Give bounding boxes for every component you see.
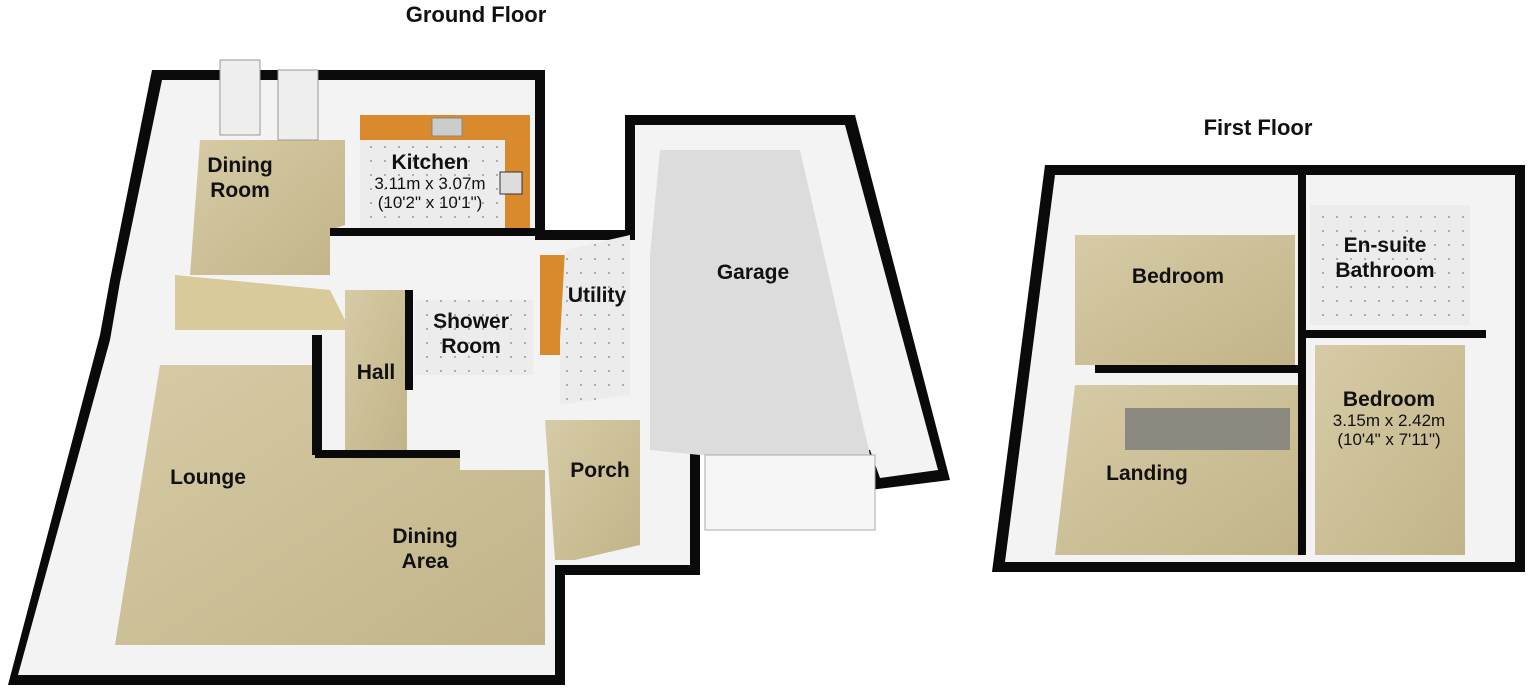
ground-floor-title: Ground Floor bbox=[406, 2, 547, 27]
lounge-floor bbox=[115, 365, 545, 645]
landing-label: Landing bbox=[1106, 462, 1188, 485]
shower-room-wall bbox=[405, 290, 413, 390]
kitchen-imperial: (10'2" x 10'1") bbox=[378, 193, 483, 212]
bedroom-1-floor bbox=[1075, 235, 1295, 365]
utility-label: Utility bbox=[568, 284, 627, 307]
porch-floor bbox=[545, 420, 640, 560]
ensuite-label: Bathroom bbox=[1335, 259, 1434, 282]
dining-room-label: Room bbox=[210, 179, 270, 202]
bedroom-1-label: Bedroom bbox=[1132, 265, 1224, 288]
bedroom-2-label: Bedroom bbox=[1343, 388, 1435, 411]
stairwell bbox=[1125, 408, 1290, 450]
dining-room-label: Dining bbox=[207, 154, 272, 177]
internal-wall bbox=[1306, 330, 1486, 338]
shower-room-label: Shower bbox=[433, 310, 509, 333]
kitchen-floor bbox=[360, 140, 505, 230]
stairs bbox=[175, 275, 350, 330]
shower-room-floor bbox=[415, 300, 533, 375]
hob-icon bbox=[499, 171, 523, 195]
utility-floor bbox=[560, 235, 630, 405]
bedroom-2-imperial: (10'4" x 7'11") bbox=[1337, 430, 1440, 449]
ensuite-floor bbox=[1310, 205, 1470, 325]
garage-label: Garage bbox=[717, 261, 789, 284]
shower-room-label: Room bbox=[441, 335, 501, 358]
kitchen-label: Kitchen bbox=[391, 151, 468, 174]
ground-floor bbox=[8, 59, 950, 685]
bedroom-2-floor bbox=[1315, 345, 1465, 555]
dining-area-label: Area bbox=[402, 550, 449, 573]
internal-wall bbox=[315, 450, 460, 458]
garage-door bbox=[704, 454, 876, 531]
bedroom-2-metric: 3.15m x 2.42m bbox=[1333, 411, 1445, 430]
partition-wall bbox=[330, 228, 540, 236]
hall-floor bbox=[345, 290, 407, 450]
patio-door bbox=[277, 69, 319, 141]
internal-wall bbox=[312, 335, 322, 455]
first-floor bbox=[992, 165, 1525, 572]
first-floor-title: First Floor bbox=[1204, 115, 1313, 140]
patio-door bbox=[219, 59, 261, 136]
ensuite-label: En-suite bbox=[1344, 234, 1427, 257]
hall-label: Hall bbox=[357, 361, 396, 384]
lounge-label: Lounge bbox=[170, 466, 246, 489]
internal-wall bbox=[1095, 365, 1305, 373]
garage-floor bbox=[650, 150, 870, 455]
sink-icon bbox=[431, 117, 463, 137]
kitchen-metric: 3.11m x 3.07m bbox=[374, 174, 485, 193]
dining-area-label: Dining bbox=[392, 525, 457, 548]
dining-room-floor bbox=[190, 140, 345, 275]
porch-label: Porch bbox=[570, 459, 630, 482]
